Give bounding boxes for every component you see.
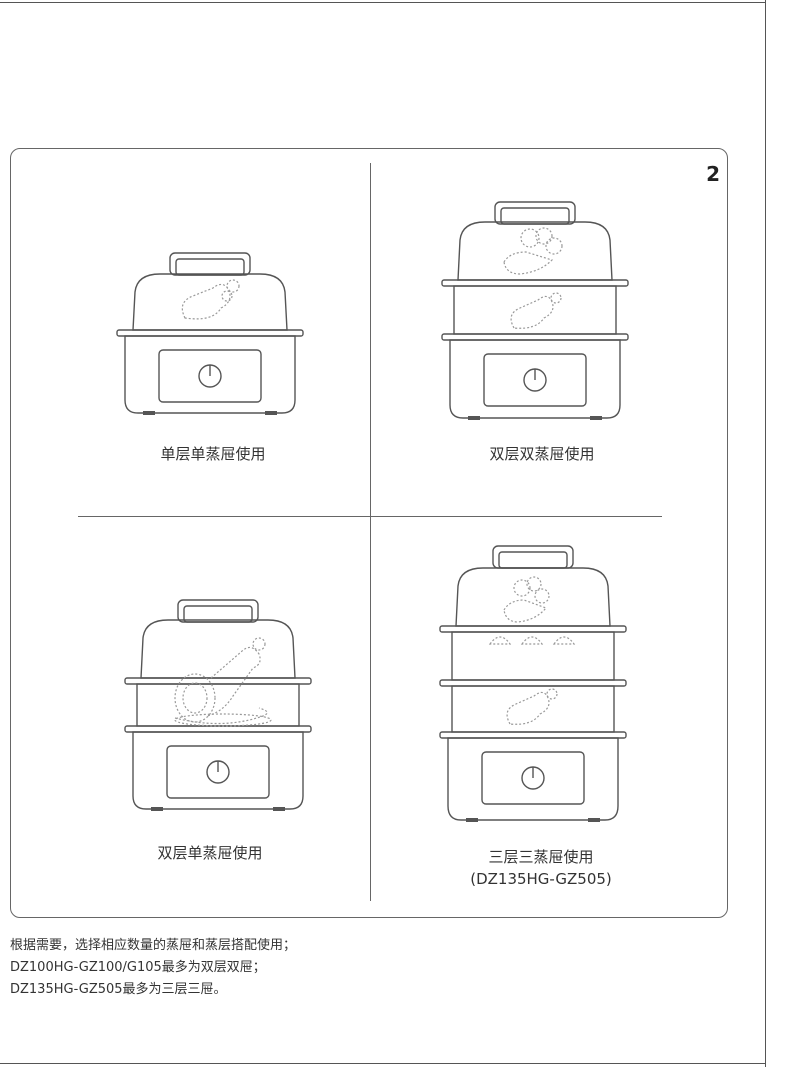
broccoli-icon xyxy=(503,576,550,623)
power-button-icon xyxy=(523,368,547,392)
lid-handle-icon xyxy=(494,201,576,225)
note-line: DZ100HG-GZ100/G105最多为双层双屉； xyxy=(10,960,266,975)
chicken-leg-icon xyxy=(510,292,562,329)
chicken-leg-icon xyxy=(181,279,240,320)
power-button-icon xyxy=(521,766,545,790)
vertical-divider xyxy=(370,163,371,901)
dumplings-icon xyxy=(488,636,576,645)
page-number: 2 xyxy=(706,162,720,186)
steamer-triple-tier-figure xyxy=(438,544,638,834)
steamer-double-tier-single-basket-figure xyxy=(123,598,323,814)
bottom-rule xyxy=(0,1063,766,1064)
lid-handle-icon xyxy=(177,599,259,623)
panel-4-caption: 三层三蒸屉使用 xyxy=(488,848,594,866)
usage-notes: 根据需要，选择相应数量的蒸屉和蒸层搭配使用； DZ100HG-GZ100/G10… xyxy=(10,935,710,1001)
panel-4-model-label: (DZ135HG-GZ505) xyxy=(470,870,612,888)
roast-ham-icon xyxy=(174,637,272,727)
note-line: 根据需要，选择相应数量的蒸屉和蒸层搭配使用； xyxy=(10,938,297,953)
power-button-icon xyxy=(206,760,230,784)
lid-handle-icon xyxy=(169,252,251,276)
top-rule xyxy=(0,2,766,3)
panel-1-caption: 单层单蒸屉使用 xyxy=(160,445,266,463)
steamer-single-tier-figure xyxy=(115,250,315,420)
illustration-panel xyxy=(10,148,728,918)
panel-2-caption: 双层双蒸屉使用 xyxy=(489,445,595,463)
lid-handle-icon xyxy=(492,545,574,569)
note-line: DZ135HG-GZ505最多为三层三屉。 xyxy=(10,982,227,997)
steamer-double-tier-figure xyxy=(440,200,640,422)
chicken-leg-icon xyxy=(506,688,558,725)
horizontal-divider xyxy=(78,516,662,517)
panel-3-caption: 双层单蒸屉使用 xyxy=(157,844,263,862)
broccoli-icon xyxy=(503,227,563,275)
right-margin-rule xyxy=(765,0,766,1067)
power-button-icon xyxy=(198,364,222,388)
